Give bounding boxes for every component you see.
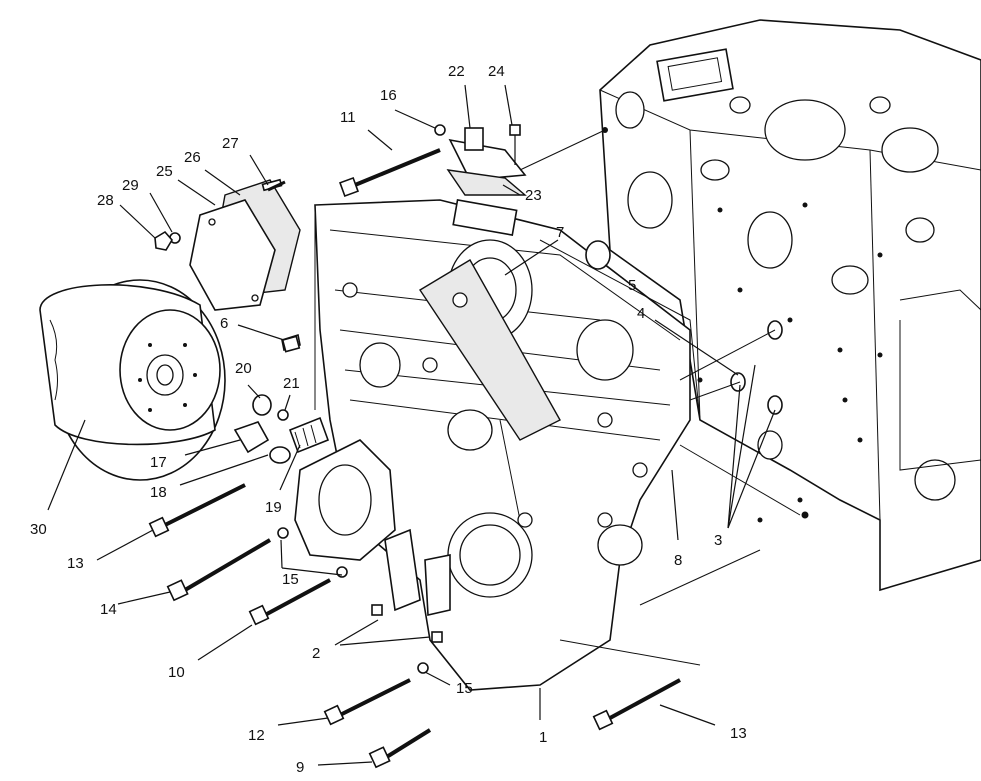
callout-9: 9 — [296, 759, 304, 776]
bolts — [148, 124, 681, 769]
callout-6: 6 — [220, 315, 228, 332]
callout-13-lower: 13 — [730, 725, 747, 742]
callout-8: 8 — [674, 552, 682, 569]
callout-25: 25 — [156, 163, 173, 180]
callout-30: 30 — [30, 521, 47, 538]
callout-12: 12 — [248, 727, 265, 744]
callout-21: 21 — [283, 375, 300, 392]
callout-22: 22 — [448, 63, 465, 80]
callout-3: 3 — [714, 532, 722, 549]
gear-case-cover — [294, 199, 701, 691]
o-rings — [585, 240, 783, 415]
callout-17: 17 — [150, 454, 167, 471]
relief-valve-parts — [233, 333, 330, 464]
oil-filter — [39, 279, 226, 481]
callout-15-lower: 15 — [456, 680, 473, 697]
callout-7: 7 — [556, 224, 564, 241]
engine-block — [599, 19, 981, 592]
callout-labels: 1 2 3 4 5 6 7 8 9 10 11 12 13 13 14 15 1… — [30, 63, 747, 776]
callout-1: 1 — [539, 729, 547, 746]
callout-10: 10 — [168, 664, 185, 681]
callout-19: 19 — [265, 499, 282, 516]
callout-26: 26 — [184, 149, 201, 166]
callout-4: 4 — [637, 305, 645, 322]
callout-23: 23 — [525, 187, 542, 204]
cover-plate-assembly — [154, 178, 301, 311]
callout-16: 16 — [380, 87, 397, 104]
callout-13-upper: 13 — [67, 555, 84, 572]
leader-lines — [47, 84, 776, 766]
callout-2: 2 — [312, 645, 320, 662]
callout-29: 29 — [122, 177, 139, 194]
callout-28: 28 — [97, 192, 114, 209]
assembly-lines — [314, 129, 801, 666]
callout-27: 27 — [222, 135, 239, 152]
callout-5: 5 — [628, 277, 636, 294]
callout-14: 14 — [100, 601, 117, 618]
callout-18: 18 — [150, 484, 167, 501]
callout-11: 11 — [340, 109, 356, 126]
callout-20: 20 — [235, 360, 252, 377]
callout-15-upper: 15 — [282, 571, 299, 588]
water-flange — [446, 124, 527, 196]
callout-24: 24 — [488, 63, 505, 80]
